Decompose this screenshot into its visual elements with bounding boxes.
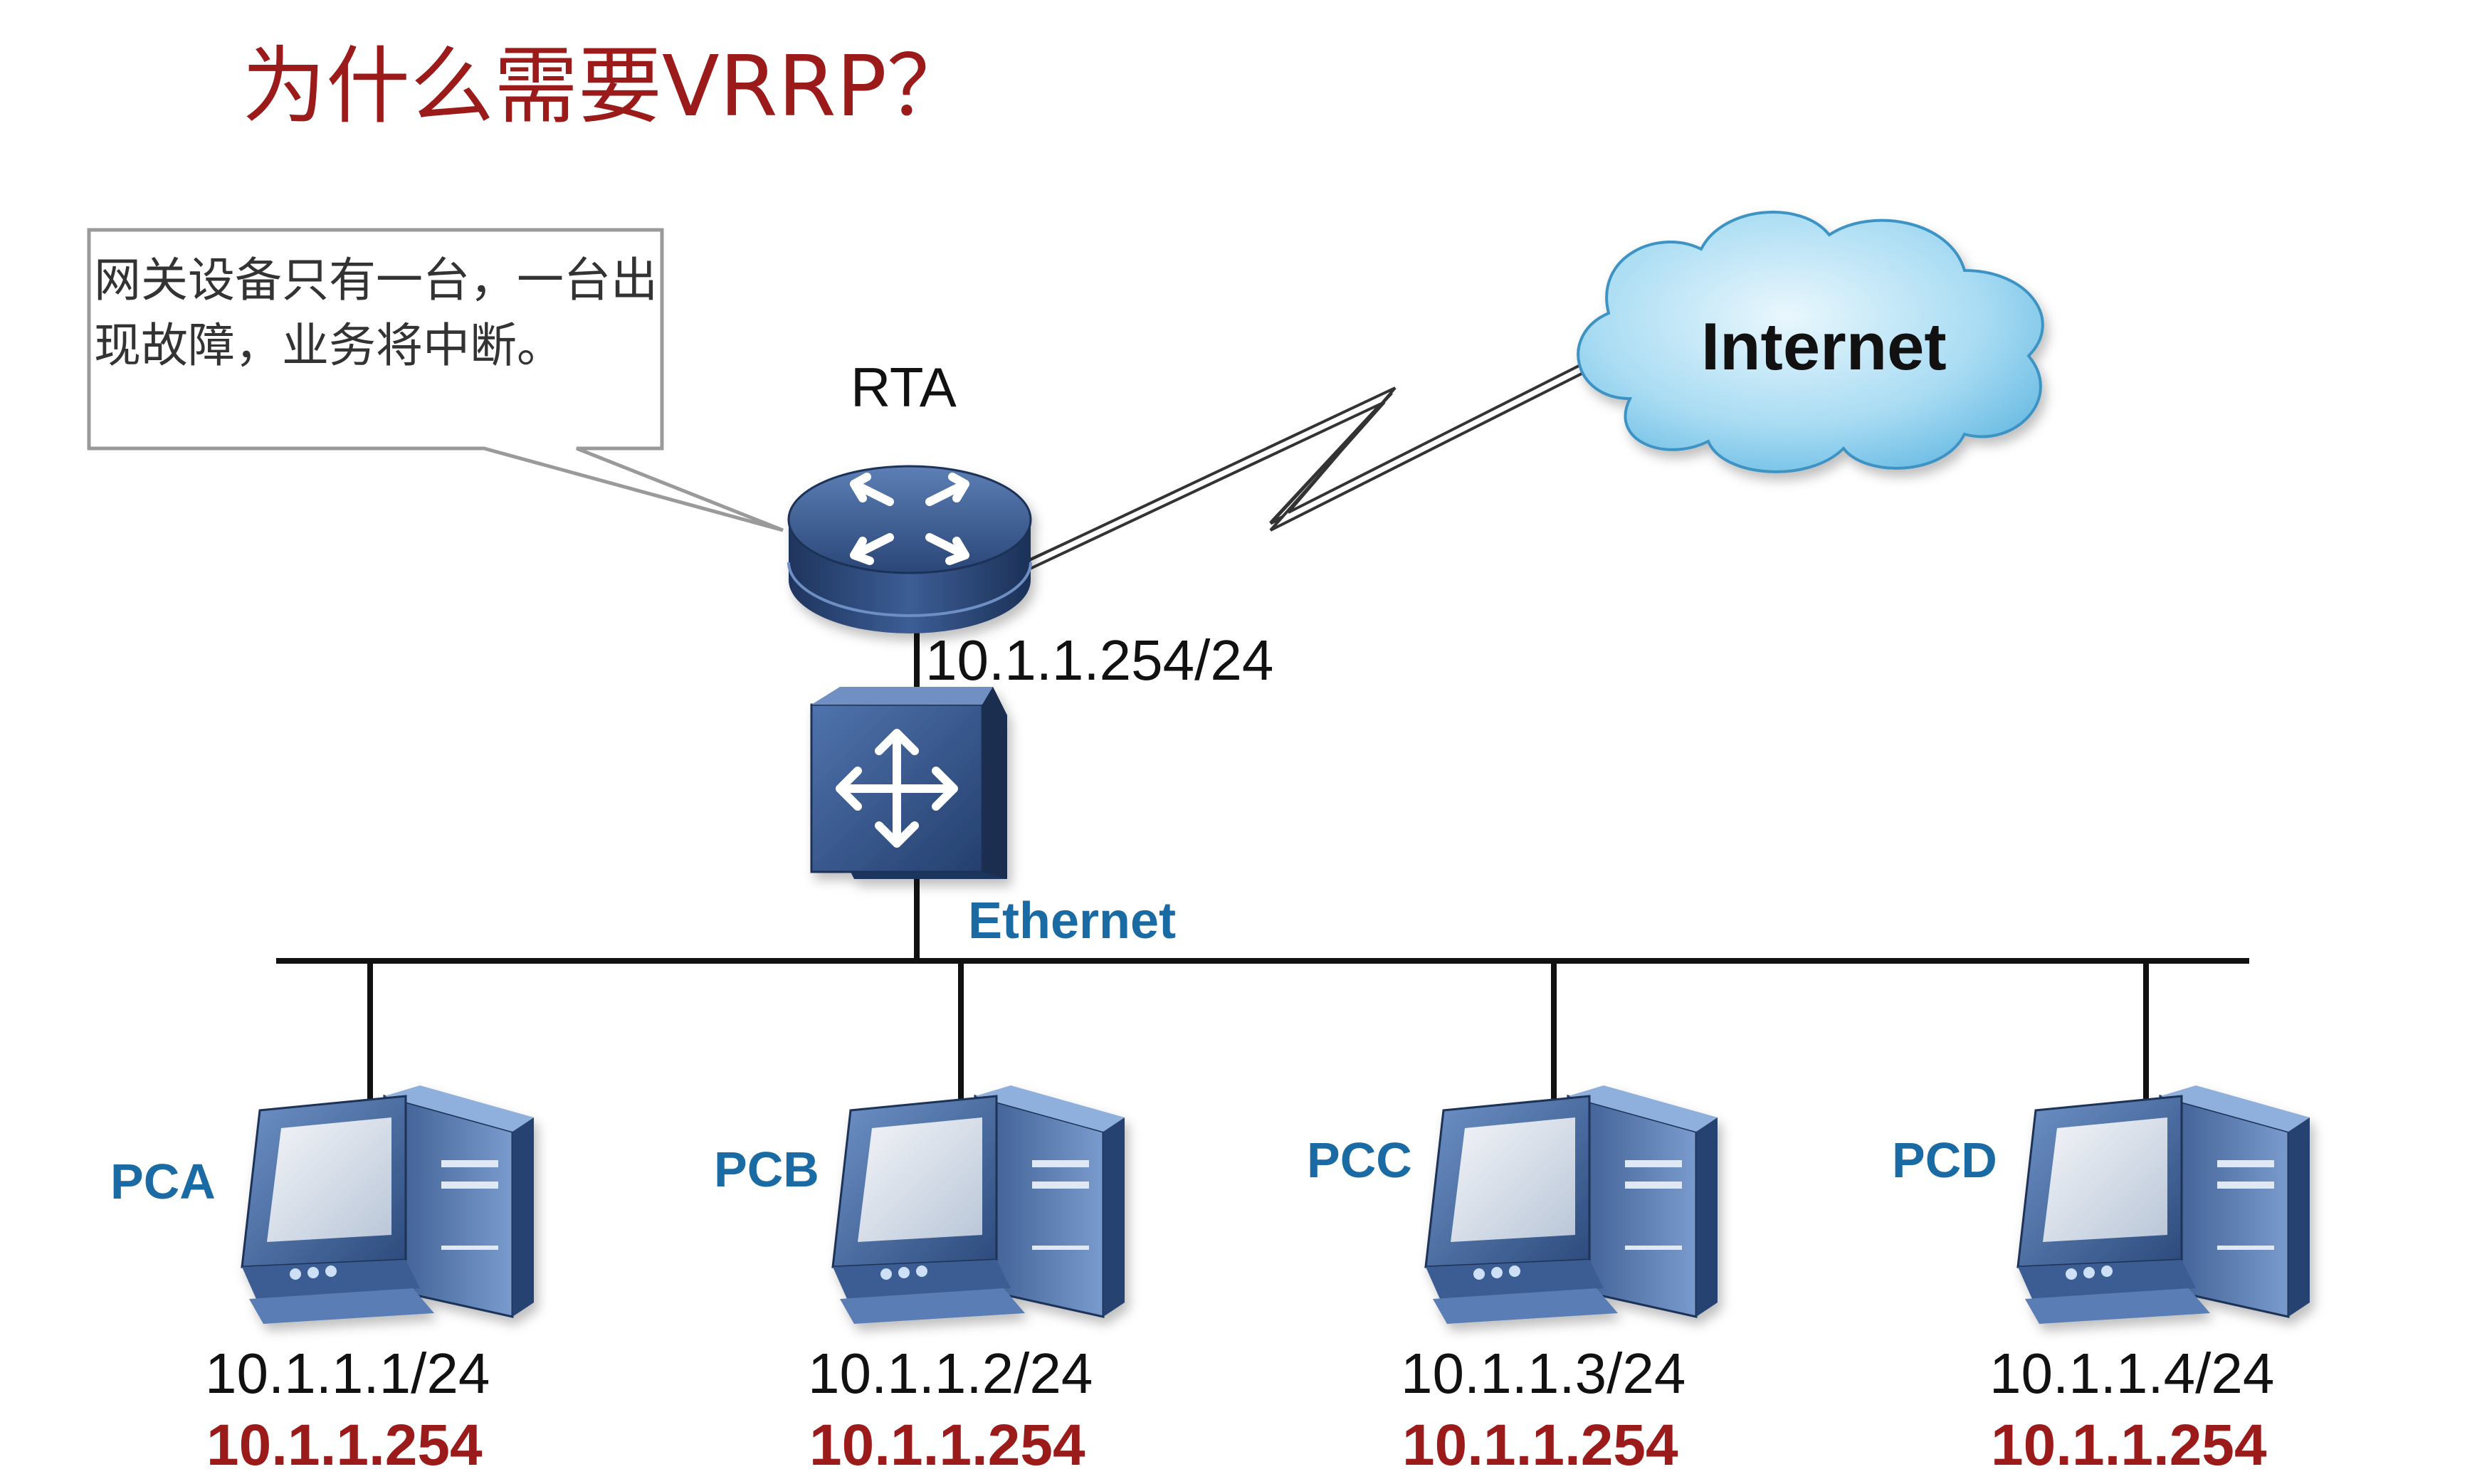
pc-icon-pcb [831,1085,1125,1324]
pc-icon-pca [241,1085,534,1324]
pc-name-label: PCA [110,1154,216,1209]
pc-ip-label: 10.1.1.3/24 [1401,1342,1686,1405]
pc-icon-pcc [1424,1085,1718,1324]
pc-ip-label: 10.1.1.2/24 [808,1342,1093,1405]
switch-icon [810,687,1007,879]
callout-box [87,228,784,532]
pc-name-label: PCC [1307,1132,1412,1188]
pc-gateway-label: 10.1.1.254 [206,1413,483,1478]
router-ip: 10.1.1.254/24 [925,628,1274,692]
router-label: RTA [851,356,957,419]
wan-link-bolt [1023,359,1591,572]
pc-ip-label: 10.1.1.4/24 [1989,1342,2275,1405]
ethernet-label: Ethernet [968,893,1177,949]
pc-gateway-label: 10.1.1.254 [1991,1413,2267,1478]
pc-name-label: PCB [714,1142,819,1197]
callout-text: 网关设备只有一台，一台出现故障，业务将中断。 [94,253,658,373]
pc-name-label: PCD [1892,1132,1997,1188]
page-title: 为什么需要VRRP？ [242,37,971,135]
pc-icon-pcd [2016,1085,2310,1324]
router-icon [787,465,1032,633]
internet-label: Internet [1701,309,1947,384]
internet-cloud [1577,210,2044,473]
pc-ip-label: 10.1.1.1/24 [205,1342,490,1405]
pc-gateway-label: 10.1.1.254 [1402,1413,1678,1478]
pc-gateway-label: 10.1.1.254 [809,1413,1085,1478]
